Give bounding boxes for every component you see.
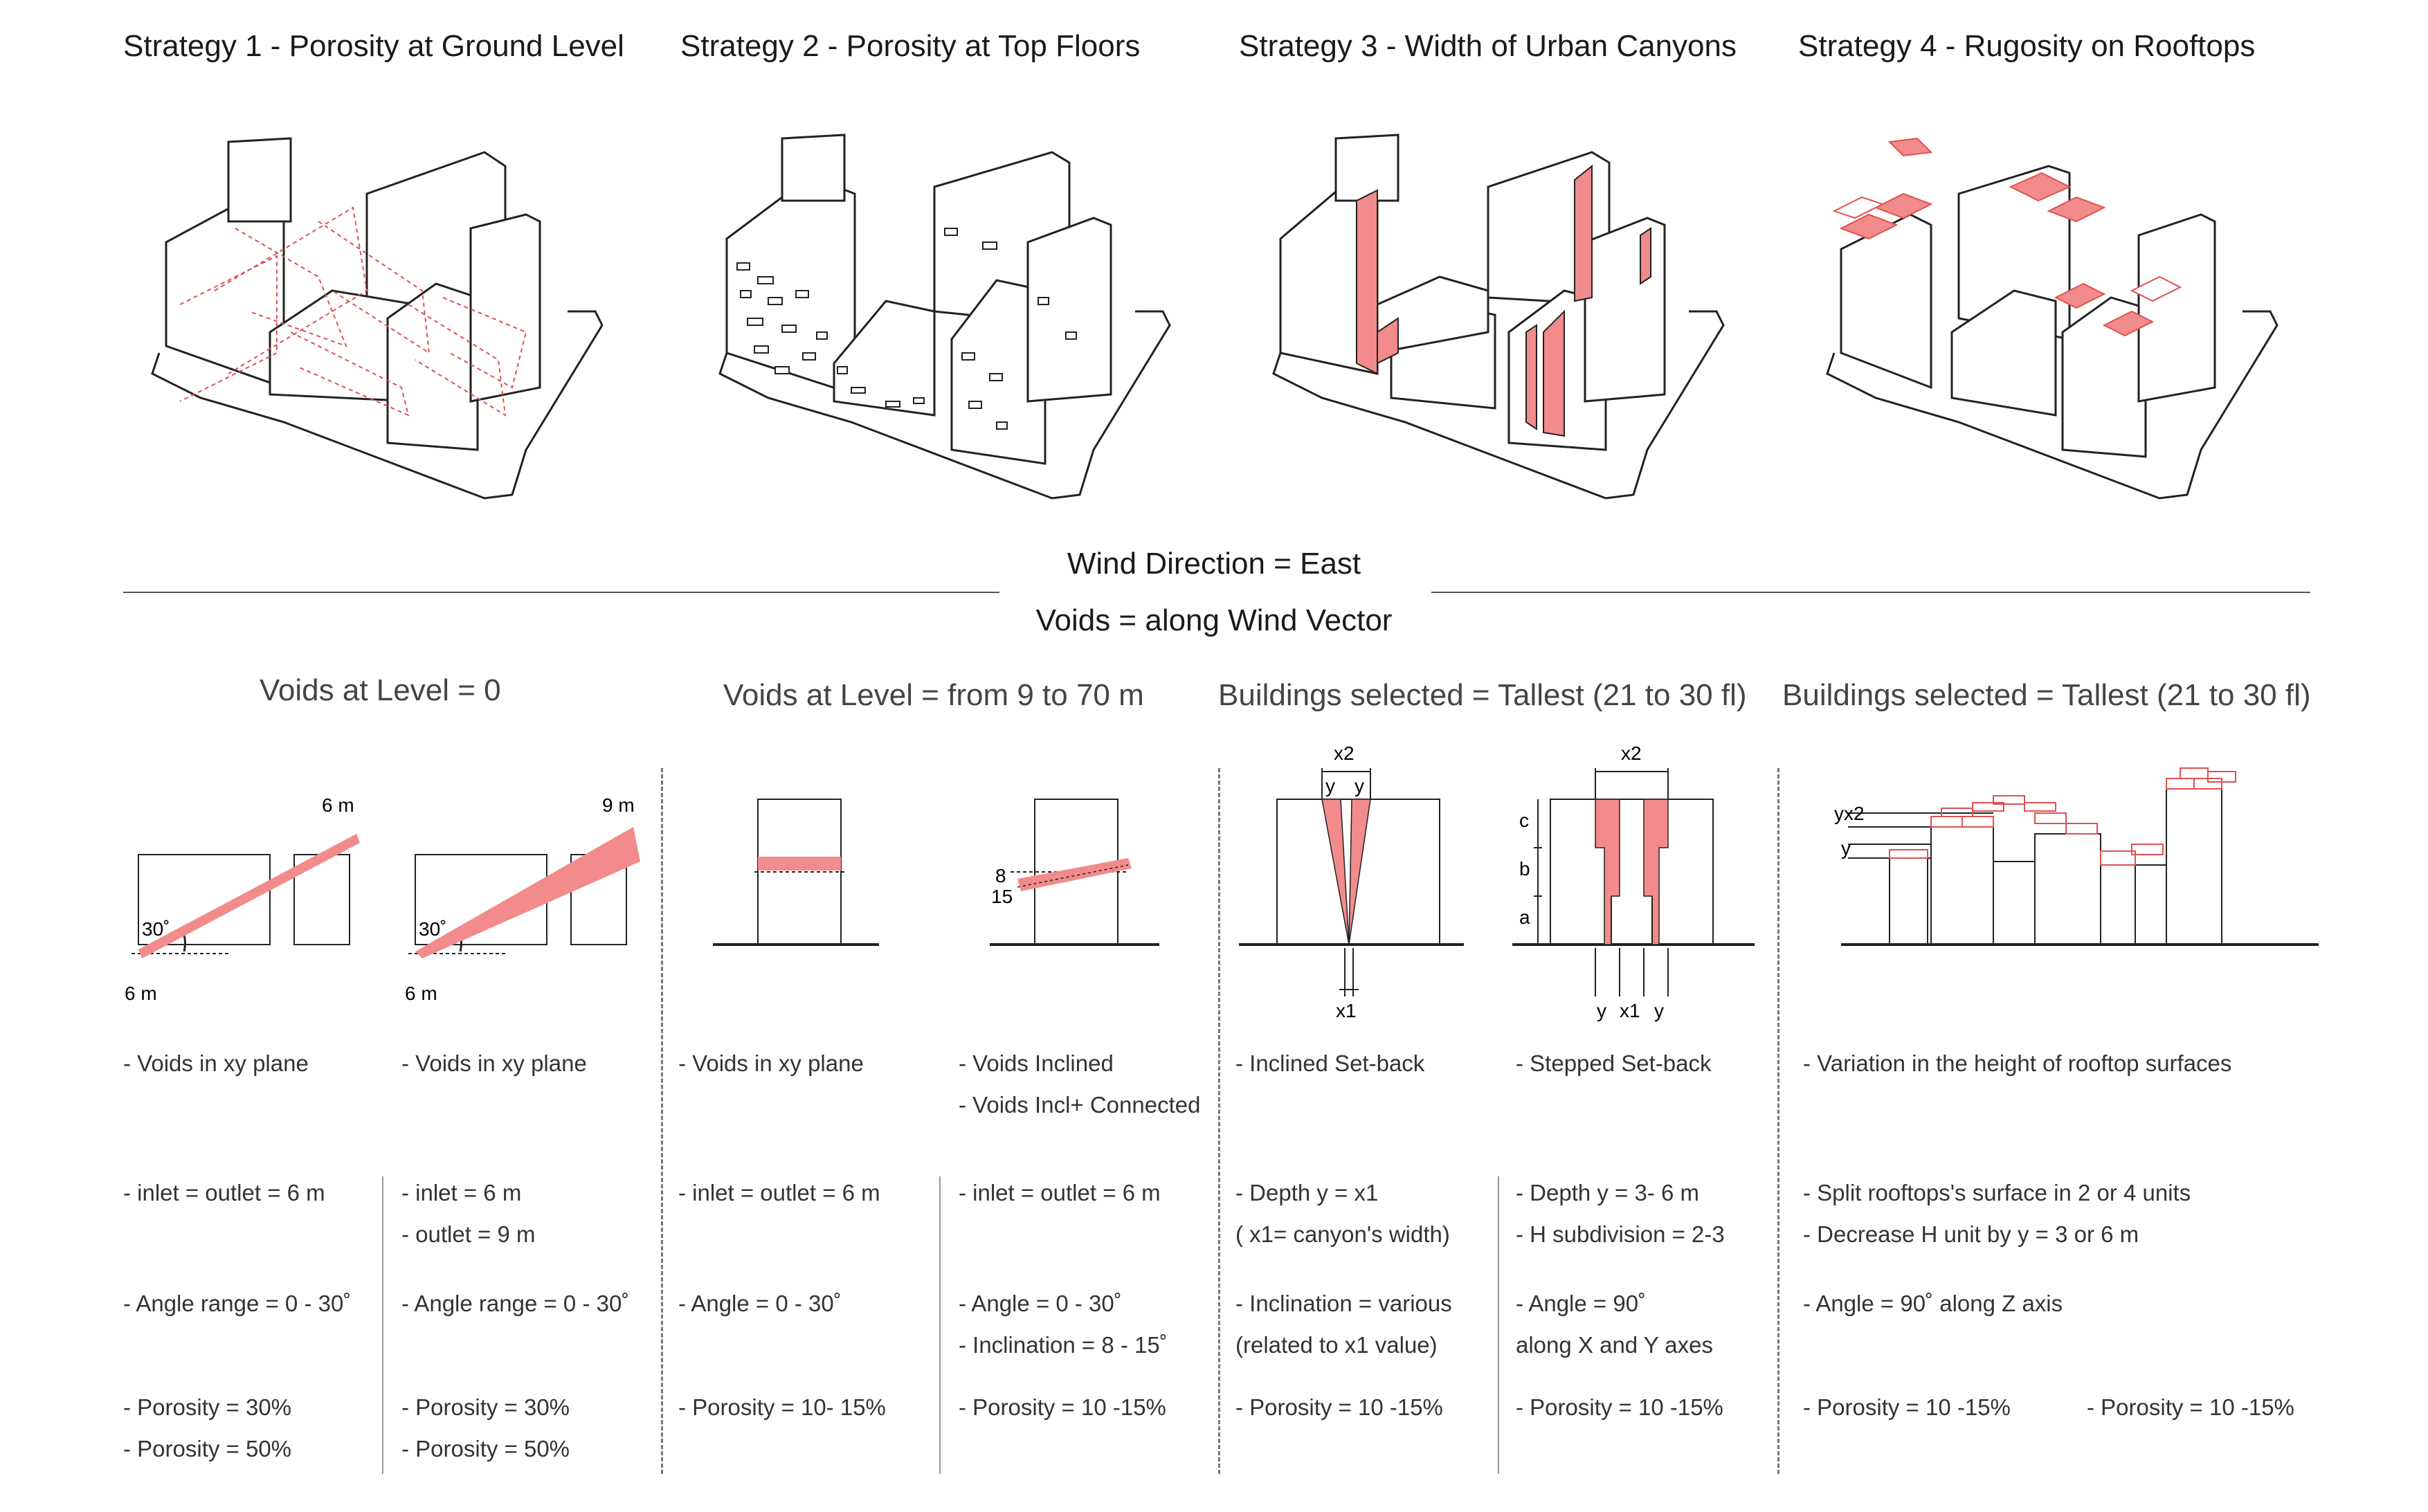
- separator-dashed-1: [661, 768, 663, 1474]
- col-6-line-7: along X and Y axes: [1516, 1332, 1714, 1358]
- section-title-2: Voids at Level = from 9 to 70 m: [723, 678, 1144, 712]
- d6-x2-label: x2: [1621, 743, 1642, 764]
- strategy-4-axonometric: [1826, 137, 2278, 500]
- col-7-line-6: - Angle = 90˚ along Z axis: [1803, 1291, 2063, 1316]
- diagram-top-floor-void: [713, 799, 879, 946]
- col-7-line-1: - Variation in the height of rooftop sur…: [1803, 1050, 2232, 1076]
- d7-yx2-label: yx2: [1834, 803, 1865, 824]
- section-title-3: Buildings selected = Tallest (21 to 30 f…: [1218, 678, 1747, 712]
- diagram-porosity-50: 9 m 6 m 30˚: [405, 794, 640, 1004]
- strategy-1-axonometric: [151, 137, 604, 500]
- d7-y-label: y: [1841, 837, 1851, 859]
- col-7-line-8: - Porosity = 10 -15%: [1803, 1394, 2011, 1420]
- col-6-line-8: - Porosity = 10 -15%: [1516, 1394, 1723, 1420]
- col-3-line-4: - inlet = outlet = 6 m: [678, 1180, 880, 1205]
- col-8-line-8: - Porosity = 10 -15%: [2087, 1394, 2294, 1420]
- col-4-line-6: - Angle = 0 - 30˚: [959, 1291, 1122, 1316]
- d6-a-label: a: [1519, 907, 1530, 928]
- diagram-porosity-30: 6 m 6 m 30˚: [125, 794, 360, 1004]
- col-6-line-1: - Stepped Set-back: [1516, 1050, 1712, 1076]
- d4-label-8: 8: [995, 865, 1006, 886]
- col-1-line-1: - Voids in xy plane: [123, 1050, 309, 1076]
- col-2-line-6: - Angle range = 0 - 30˚: [401, 1291, 630, 1316]
- diagram-inclined-void: 8 15: [990, 799, 1159, 946]
- strategy-2-axonometric: [718, 134, 1171, 500]
- col-5-line-6: - Inclination = various: [1235, 1291, 1452, 1316]
- col-2-line-9: - Porosity = 50%: [401, 1436, 570, 1461]
- d6-b-label: b: [1519, 858, 1530, 880]
- col-1-line-9: - Porosity = 50%: [123, 1436, 292, 1461]
- d2-top-label: 9 m: [602, 794, 635, 816]
- strategy-1-title: Strategy 1 - Porosity at Ground Level: [123, 29, 624, 63]
- d5-y1-label: y: [1325, 775, 1335, 796]
- d5-x1-label: x1: [1336, 1000, 1357, 1021]
- strategy-4-title: Strategy 4 - Rugosity on Rooftops: [1798, 29, 2256, 63]
- col-5-line-5: ( x1= canyon's width): [1235, 1221, 1450, 1247]
- separator-solid-1: [382, 1176, 383, 1474]
- col-2-line-8: - Porosity = 30%: [401, 1394, 570, 1420]
- d6-y2-label: y: [1654, 1000, 1664, 1021]
- col-3-line-1: - Voids in xy plane: [678, 1050, 864, 1076]
- col-5-line-1: - Inclined Set-back: [1235, 1050, 1425, 1076]
- separator-solid-3: [1498, 1176, 1499, 1474]
- strategy-2-title: Strategy 2 - Porosity at Top Floors: [680, 29, 1141, 63]
- col-4-line-4: - inlet = outlet = 6 m: [959, 1180, 1161, 1205]
- d5-y2-label: y: [1355, 775, 1364, 796]
- wind-direction-label: Wind Direction = East: [1067, 547, 1361, 581]
- d2-angle-label: 30˚: [419, 918, 446, 940]
- d1-top-label: 6 m: [322, 794, 354, 816]
- diagram-stepped-setback: x2 c b a y x1 y: [1512, 743, 1755, 1021]
- col-4-line-7: - Inclination = 8 - 15˚: [959, 1332, 1168, 1358]
- col-5-line-7: (related to x1 value): [1235, 1332, 1438, 1358]
- col-2-line-5: - outlet = 9 m: [401, 1221, 536, 1247]
- d6-x1-label: x1: [1620, 1000, 1640, 1021]
- col-4-line-2: - Voids Incl+ Connected: [959, 1092, 1201, 1118]
- col-1-line-8: - Porosity = 30%: [123, 1394, 292, 1420]
- col-3-line-8: - Porosity = 10- 15%: [678, 1394, 886, 1420]
- col-3-line-6: - Angle = 0 - 30˚: [678, 1291, 842, 1316]
- col-2-line-1: - Voids in xy plane: [401, 1050, 587, 1076]
- separator-solid-2: [939, 1176, 941, 1474]
- separator-dashed-2: [1218, 768, 1220, 1474]
- col-1-line-6: - Angle range = 0 - 30˚: [123, 1291, 352, 1316]
- col-5-line-4: - Depth y = x1: [1235, 1180, 1379, 1205]
- section-title-4: Buildings selected = Tallest (21 to 30 f…: [1782, 678, 2311, 712]
- col-6-line-5: - H subdivision = 2-3: [1516, 1221, 1725, 1247]
- divider-right: [1431, 592, 2310, 593]
- d1-angle-label: 30˚: [142, 918, 170, 940]
- col-7-line-5: - Decrease H unit by y = 3 or 6 m: [1803, 1221, 2139, 1247]
- strategy-3-title: Strategy 3 - Width of Urban Canyons: [1239, 29, 1737, 63]
- d6-y1-label: y: [1597, 1000, 1606, 1021]
- diagram-inclined-setback: x2 y y x1: [1239, 743, 1464, 1021]
- d5-x2-label: x2: [1334, 743, 1355, 764]
- col-2-line-4: - inlet = 6 m: [401, 1180, 522, 1205]
- col-7-line-4: - Split rooftops's surface in 2 or 4 uni…: [1803, 1180, 2191, 1205]
- col-4-line-1: - Voids Inclined: [959, 1050, 1114, 1076]
- d2-bottom-label: 6 m: [405, 983, 437, 1004]
- d4-label-15: 15: [991, 886, 1013, 907]
- col-6-line-6: - Angle = 90˚: [1516, 1291, 1647, 1316]
- d6-c-label: c: [1519, 810, 1529, 831]
- col-1-line-4: - inlet = outlet = 6 m: [123, 1180, 325, 1205]
- separator-dashed-3: [1777, 768, 1779, 1474]
- section-title-1: Voids at Level = 0: [260, 673, 501, 707]
- divider-left: [123, 592, 999, 593]
- col-4-line-8: - Porosity = 10 -15%: [959, 1394, 1166, 1420]
- diagram-rooftop-rugosity: yx2 y: [1834, 767, 2319, 946]
- voids-rule-label: Voids = along Wind Vector: [1035, 603, 1393, 637]
- col-5-line-8: - Porosity = 10 -15%: [1235, 1394, 1443, 1420]
- strategy-3-axonometric: [1272, 134, 1725, 500]
- d1-bottom-label: 6 m: [125, 983, 157, 1004]
- col-6-line-4: - Depth y = 3- 6 m: [1516, 1180, 1700, 1205]
